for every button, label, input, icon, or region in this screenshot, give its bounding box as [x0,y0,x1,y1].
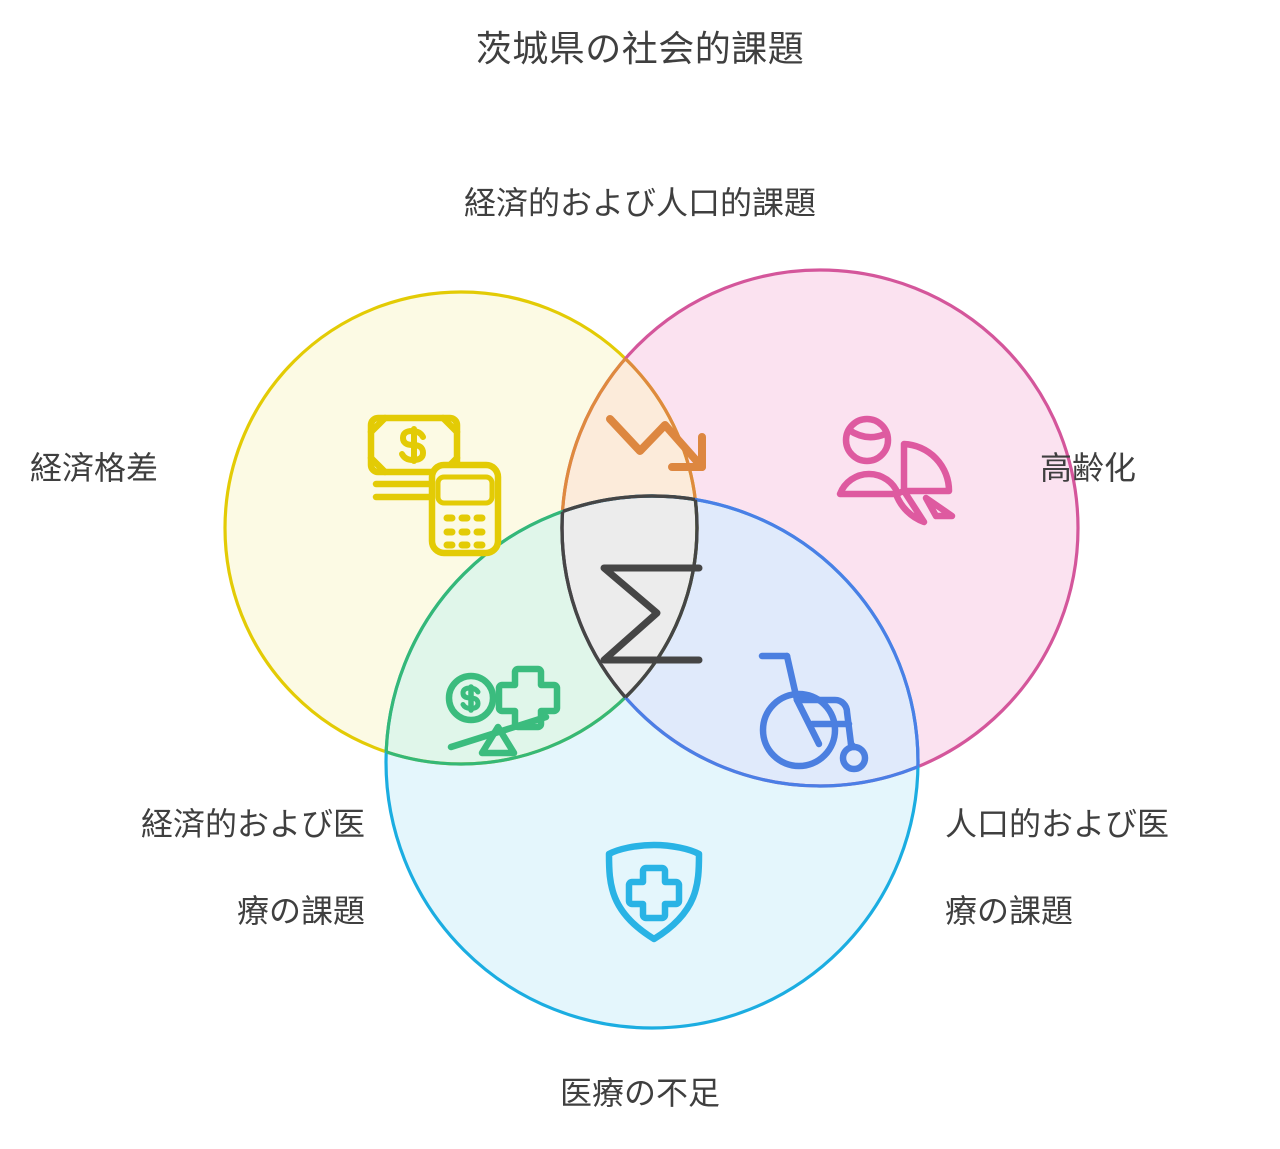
label-set-economic: 経済格差 [30,450,159,486]
person-pie-chart-icon [836,415,956,526]
label-line-1: 経済的および医 [140,806,365,843]
money-calculator-icon [367,414,502,557]
label-intersection-aging-healthcare: 人口的および医 療の課題 [945,760,1265,976]
declining-trend-arrow-icon [606,415,706,471]
sigma-sum-icon [600,564,703,664]
shield-medical-cross-icon [605,841,703,943]
label-line-1: 人口的および医 [945,806,1170,843]
seesaw-money-health-icon [445,665,561,757]
label-set-aging: 高齢化 [1040,450,1137,486]
wheelchair-icon [758,652,869,773]
label-line-2: 療の課題 [945,892,1074,929]
label-intersection-economic-healthcare: 経済的および医 療の課題 [20,760,365,976]
label-intersection-economic-aging: 経済的および人口的課題 [463,185,816,221]
page-title: 茨城県の社会的課題 [475,28,805,69]
label-line-2: 療の課題 [236,892,365,929]
intersection-outline-center-all [560,494,699,766]
label-set-healthcare: 医療の不足 [559,1075,720,1111]
